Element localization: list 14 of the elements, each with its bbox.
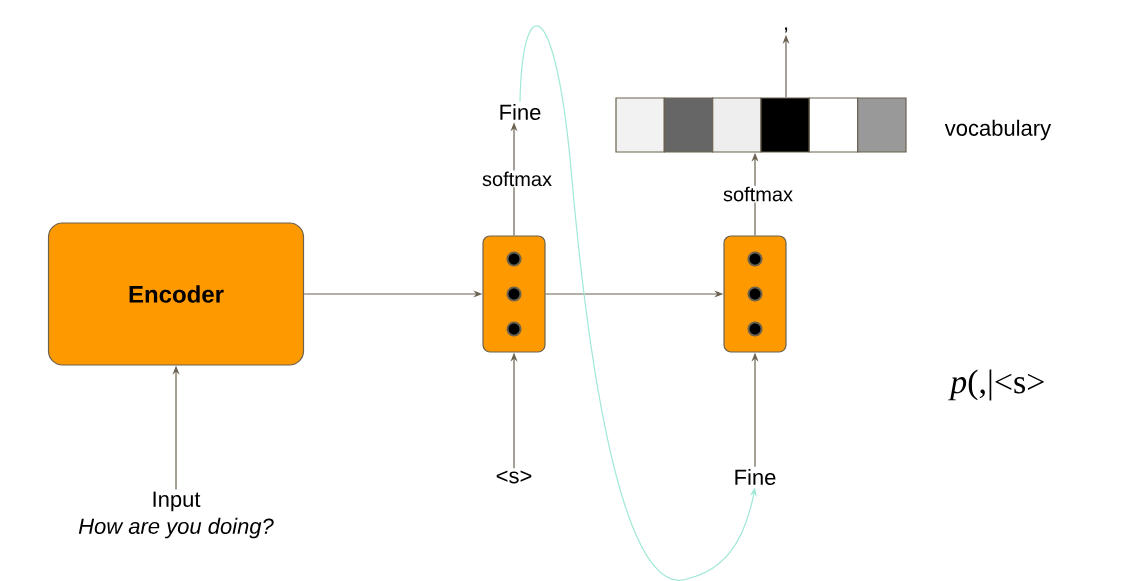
formula-text: p(,|<s> [948,369,1044,401]
encoder-box: Encoder [47,222,305,366]
token-text: , [784,27,788,33]
vocabulary-bar [615,97,907,153]
token-text: <s> [496,470,532,484]
hidden-state-cell [482,235,546,353]
beside-text: vocabulary [944,119,1052,141]
input-text: Input How are you doing? [78,491,274,539]
edge-label: softmax [723,186,793,202]
token-text: Fine [500,103,541,121]
arrow [519,25,757,581]
hidden-state-cell [723,235,787,353]
token-text: Fine [735,468,776,486]
edge-label: softmax [482,171,552,187]
